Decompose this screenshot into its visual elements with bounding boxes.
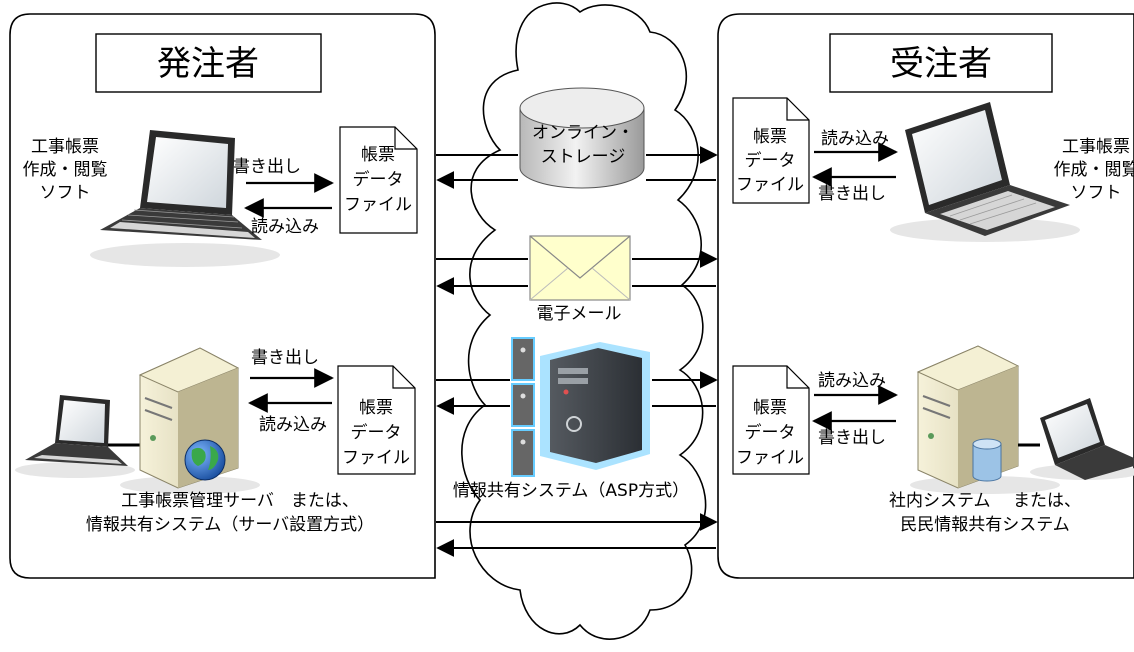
- globe-icon: [185, 440, 225, 480]
- contractor-server-caption-2: 民民情報共有システム: [900, 515, 1070, 535]
- contractor-software-label-3: ソフト: [1071, 183, 1122, 203]
- contractor-file-label-2: データ: [745, 150, 796, 171]
- orderer-software-label-3: ソフト: [40, 183, 91, 203]
- contractor-software-label-1: 工事帳票: [1062, 137, 1130, 157]
- orderer-software-label-2: 作成・閲覧: [23, 160, 108, 180]
- contractor-server-file-label-1: 帳票: [753, 398, 787, 418]
- orderer-server-read-label: 読み込み: [259, 415, 327, 435]
- contractor-title: 受注者: [890, 44, 992, 84]
- asp-label: 情報共有システム（ASP方式）: [453, 481, 689, 501]
- email-envelope-icon: [530, 236, 630, 300]
- contractor-read-label: 読み込み: [821, 129, 889, 149]
- asp-server-icon: [512, 338, 650, 476]
- orderer-server-write-label: 書き出し: [251, 348, 319, 368]
- contractor-server-file-label-3: ファイル: [736, 448, 804, 468]
- contractor-server-file-label-2: データ: [745, 422, 796, 443]
- orderer-read-label: 読み込み: [251, 217, 319, 237]
- contractor-server-write-label: 書き出し: [818, 428, 886, 448]
- contractor-software-label-2: 作成・閲覧: [1054, 160, 1134, 180]
- orderer-file-label-3: ファイル: [344, 195, 412, 215]
- contractor-file-label-3: ファイル: [736, 175, 804, 195]
- orderer-title: 発注者: [157, 44, 259, 84]
- orderer-server-file-label-1: 帳票: [359, 398, 393, 418]
- contractor-write-label: 書き出し: [818, 184, 886, 204]
- contractor-server-read-label: 読み込み: [818, 371, 886, 391]
- database-icon: [973, 439, 1001, 481]
- online-storage-label-1: オンライン・: [532, 123, 634, 143]
- orderer-server-file-label-2: データ: [351, 422, 402, 443]
- orderer-file-label-2: データ: [353, 169, 404, 190]
- orderer-file-label-1: 帳票: [361, 145, 395, 165]
- contractor-server-caption-1: 社内システム または、: [889, 491, 1081, 511]
- contractor-file-label-1: 帳票: [753, 127, 787, 147]
- orderer-software-label-1: 工事帳票: [31, 137, 99, 157]
- orderer-server-caption-1: 工事帳票管理サーバ または、: [121, 491, 359, 511]
- orderer-server-caption-2: 情報共有システム（サーバ設置方式）: [86, 515, 374, 535]
- orderer-server-file-label-3: ファイル: [342, 448, 410, 468]
- orderer-write-label: 書き出し: [233, 157, 301, 177]
- online-storage-label-2: ストレージ: [541, 147, 626, 167]
- email-label: 電子メール: [537, 304, 622, 324]
